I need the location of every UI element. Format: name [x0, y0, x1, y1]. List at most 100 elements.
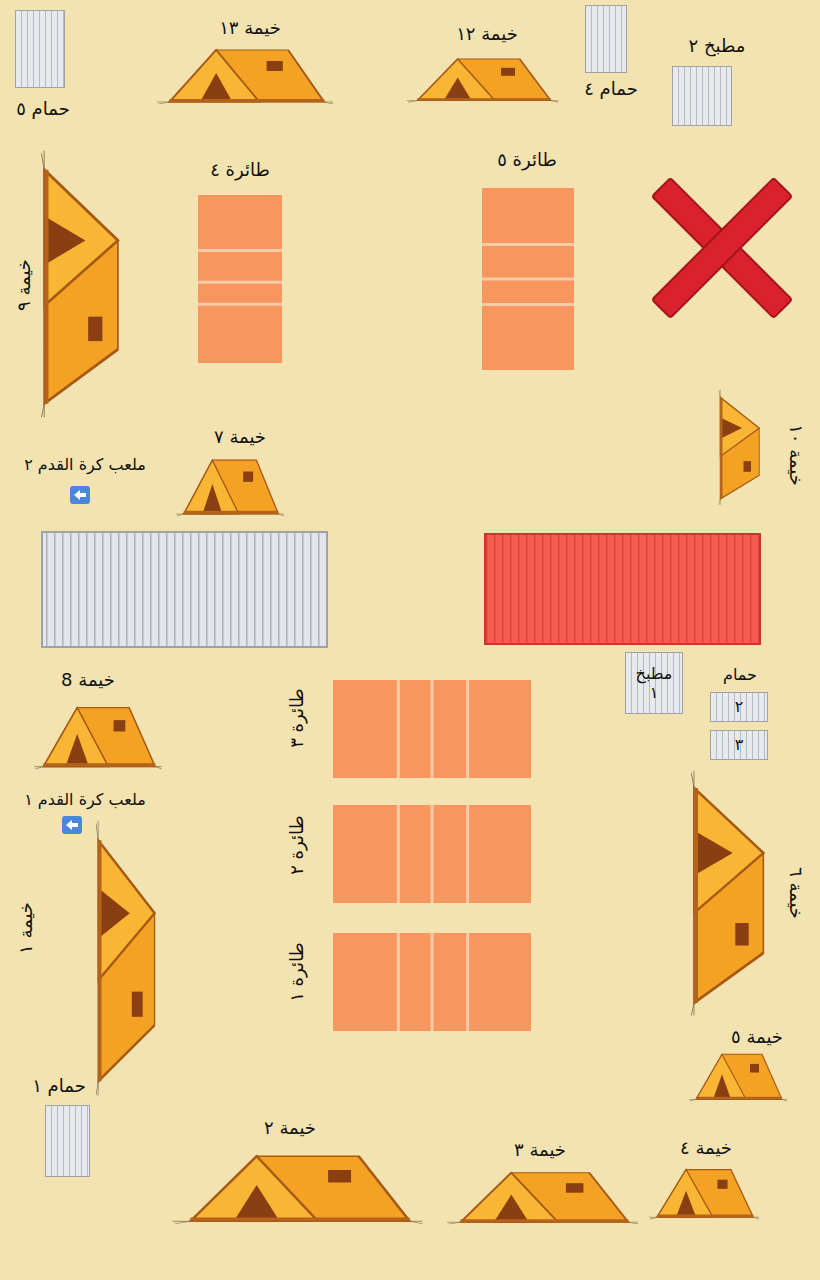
shape-part [203, 484, 223, 514]
shape-part [98, 840, 154, 1081]
place-label: مطبخ ١ [631, 664, 677, 702]
shape-part [43, 708, 155, 767]
group-label: حمام [723, 665, 757, 684]
shape-part [753, 1217, 759, 1219]
tent: خيمة 8 [33, 702, 163, 770]
shape-part [95, 818, 160, 1098]
shape-part [408, 101, 417, 103]
shape-part [44, 170, 118, 306]
shape-part [96, 1081, 98, 1095]
shape-part [405, 55, 560, 103]
shape-part [177, 514, 184, 516]
shape-part [184, 511, 279, 514]
shape-part [690, 1099, 696, 1101]
shape-part [74, 490, 86, 500]
shape-part [657, 1170, 713, 1218]
place-label: خيمة ٩ [13, 259, 35, 311]
place-label: طائرة ١ [286, 942, 308, 1002]
shape-part [431, 933, 434, 1031]
shape-part [267, 61, 283, 71]
shape-part [159, 102, 170, 104]
tent: خيمة ١٣ [155, 45, 335, 105]
shape-part [234, 1185, 280, 1221]
shape-part [431, 680, 434, 778]
shape-part [417, 59, 550, 101]
shape-part [184, 460, 239, 514]
shape-part [96, 824, 98, 841]
arrow-icon [62, 816, 82, 834]
shape-part [718, 388, 763, 506]
shape-part [417, 98, 550, 100]
shape-part [750, 1064, 759, 1073]
shape-part [652, 178, 792, 318]
shape-part [184, 460, 279, 514]
shape-part [98, 888, 129, 938]
shape-part [397, 680, 400, 778]
shape-part [713, 1074, 731, 1099]
shape-part [657, 1170, 753, 1218]
plane-box: طائرة ١ [333, 933, 531, 1031]
shape-part [169, 99, 324, 102]
shape-part [243, 472, 253, 482]
shape-part [43, 763, 155, 766]
shape-part [482, 188, 574, 370]
shape-part [70, 486, 90, 504]
place-label: طائرة ٣ [286, 688, 308, 748]
shape-part [650, 1217, 657, 1219]
place-label: خيمة ١٠ [785, 424, 807, 486]
shape-part [648, 1165, 760, 1220]
tent: خيمة ١ [95, 818, 160, 1098]
service-box: مطبخ ٢ [672, 66, 732, 126]
shape-part [200, 73, 232, 102]
place-label: خيمة ٥ [731, 1026, 783, 1048]
shape-part [431, 805, 434, 903]
place-label: مطبخ ٢ [689, 35, 746, 57]
place-label: خيمة ٤ [680, 1137, 732, 1159]
shape-part [696, 1054, 782, 1099]
shape-part [155, 45, 335, 105]
shape-part [41, 404, 44, 418]
tent: خيمة ٦ [690, 768, 770, 1018]
place-label: خيمة ٧ [214, 426, 266, 448]
shape-part [449, 1222, 461, 1224]
shape-part [694, 788, 698, 1003]
service-box: حمام ١ [45, 1105, 90, 1177]
shape-part [98, 840, 101, 1081]
service-box: ٣ [710, 730, 768, 760]
shape-part [33, 702, 163, 770]
shape-part [719, 390, 721, 397]
tent: خيمة ٤ [648, 1165, 760, 1220]
shape-part [169, 50, 259, 102]
shape-part [717, 1180, 727, 1189]
shape-part [397, 805, 400, 903]
plane-box: طائرة ٥ [482, 188, 574, 370]
shape-part [501, 68, 515, 76]
shape-part [333, 805, 531, 903]
shape-part [691, 1003, 694, 1016]
shape-part [36, 767, 44, 769]
tent: خيمة ٧ [175, 455, 285, 517]
shape-part [41, 153, 44, 169]
shape-part [482, 278, 574, 281]
shape-part [566, 1183, 584, 1193]
shape-part [41, 151, 118, 418]
shape-part [417, 59, 495, 101]
shape-part [66, 820, 78, 830]
shape-part [691, 771, 763, 1016]
place-label: خيمة ٣ [514, 1139, 566, 1161]
shape-part [44, 216, 85, 265]
field-label: ملعب كرة القدم ١ [24, 790, 146, 809]
shape-part [40, 148, 125, 420]
shape-part [688, 1050, 788, 1102]
shape-part [66, 734, 89, 767]
place-label: طائرة ٢ [286, 815, 308, 875]
shape-part [198, 195, 282, 363]
tent: خيمة ٣ [445, 1168, 640, 1225]
shape-part [278, 514, 284, 516]
shape-part [333, 933, 531, 1031]
service-box: حمام ٥ [15, 10, 65, 88]
red-container [485, 534, 760, 644]
shape-part [410, 1221, 423, 1224]
